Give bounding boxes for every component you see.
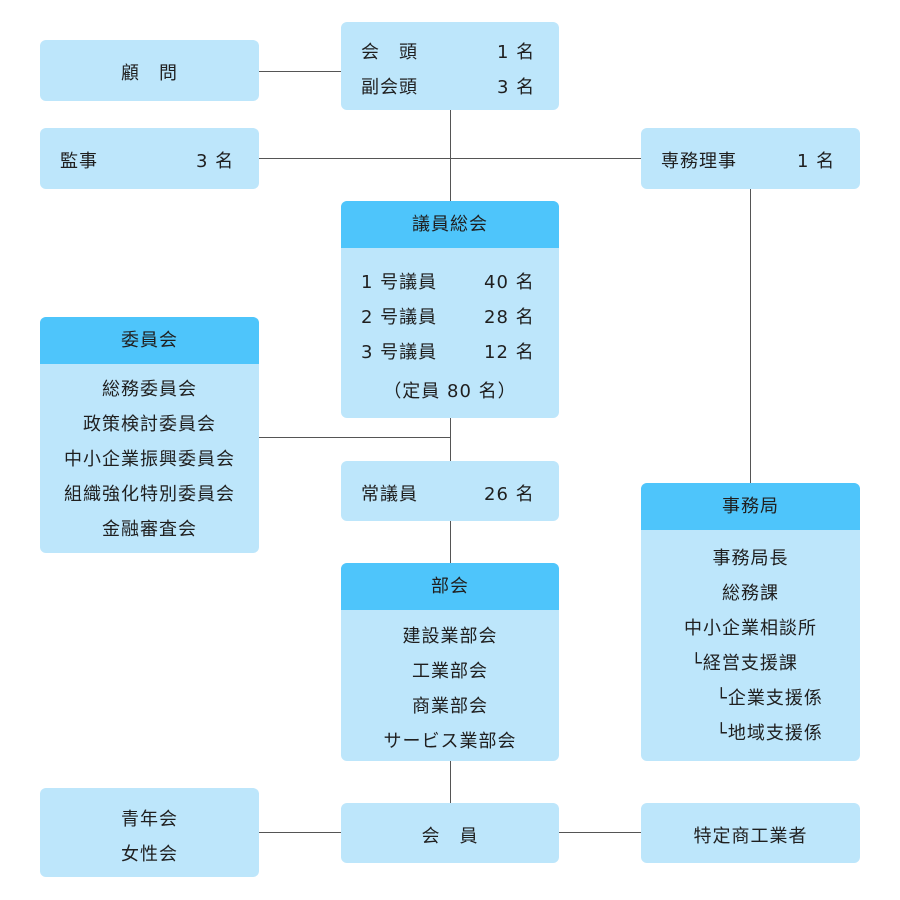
members-label: 会 員 bbox=[421, 826, 479, 847]
assembly-title: 議員総会 bbox=[341, 201, 559, 248]
connector-members-specific bbox=[559, 832, 641, 833]
section-item: 工業部会 bbox=[412, 661, 488, 682]
secretariat-title: 事務局 bbox=[641, 483, 860, 530]
connector-advisor-chairman bbox=[259, 71, 341, 72]
auditor-count: 3 名 bbox=[196, 151, 235, 172]
sections-box: 部会 建設業部会 工業部会 商業部会 サービス業部会 bbox=[341, 563, 559, 761]
secretariat-item: 中小企業相談所 bbox=[684, 618, 817, 639]
committee-box: 委員会 総務委員会 政策検討委員会 中小企業振興委員会 組織強化特別委員会 金融… bbox=[40, 317, 259, 553]
exec-director-box: 専務理事 1 名 bbox=[641, 128, 860, 189]
vice-chairman-count: 3 名 bbox=[497, 77, 536, 98]
specific-merchants-box: 特定商工業者 bbox=[641, 803, 860, 863]
connector-chairman-assembly bbox=[450, 110, 451, 201]
section-item: 商業部会 bbox=[412, 696, 488, 717]
committee-item: 総務委員会 bbox=[102, 379, 197, 400]
chairman-count: 1 名 bbox=[497, 42, 536, 63]
committee-item: 組織強化特別委員会 bbox=[64, 484, 235, 505]
standing-label: 常議員 bbox=[361, 484, 418, 505]
connector-assembly-standing bbox=[450, 418, 451, 461]
women-group: 女性会 bbox=[121, 844, 178, 865]
secretariat-subitem: └地域支援係 bbox=[716, 723, 823, 744]
youth-women-box: 青年会 女性会 bbox=[40, 788, 259, 877]
section-item: 建設業部会 bbox=[402, 626, 498, 647]
connector-standing-sections bbox=[450, 521, 451, 563]
advisor-label: 顧 問 bbox=[121, 63, 178, 84]
secretariat-item: 総務課 bbox=[722, 583, 779, 604]
secretariat-box: 事務局 事務局長 総務課 中小企業相談所 └経営支援課 └企業支援係 └地域支援… bbox=[641, 483, 860, 761]
assembly-row-count: 12 名 bbox=[484, 342, 535, 363]
youth-group: 青年会 bbox=[121, 809, 178, 830]
connector-youth-members bbox=[259, 832, 341, 833]
standing-box: 常議員 26 名 bbox=[341, 461, 559, 521]
assembly-row-count: 40 名 bbox=[484, 272, 535, 293]
assembly-box: 議員総会 1 号議員 40 名 2 号議員 28 名 3 号議員 12 名 （定… bbox=[341, 201, 559, 418]
chairman-box: 会 頭 1 名 副会頭 3 名 bbox=[341, 22, 559, 110]
committee-item: 政策検討委員会 bbox=[83, 414, 216, 435]
vice-chairman-label: 副会頭 bbox=[361, 77, 418, 98]
assembly-row-label: 3 号議員 bbox=[361, 342, 438, 363]
advisor-box: 顧 問 bbox=[40, 40, 259, 101]
assembly-row-label: 1 号議員 bbox=[361, 272, 438, 293]
assembly-row-count: 28 名 bbox=[484, 307, 535, 328]
secretariat-subitem: └企業支援係 bbox=[716, 688, 823, 709]
secretariat-subitem: └経営支援課 bbox=[691, 653, 798, 674]
exec-director-count: 1 名 bbox=[797, 151, 836, 172]
chairman-label: 会 頭 bbox=[361, 42, 418, 63]
assembly-row-label: 2 号議員 bbox=[361, 307, 438, 328]
committee-item: 中小企業振興委員会 bbox=[64, 449, 235, 470]
section-item: サービス業部会 bbox=[383, 731, 517, 752]
connector-exec-secretariat bbox=[750, 189, 751, 483]
connector-sections-members bbox=[450, 761, 451, 803]
committee-item: 金融審査会 bbox=[102, 519, 197, 540]
exec-director-label: 専務理事 bbox=[661, 151, 737, 172]
standing-count: 26 名 bbox=[484, 484, 535, 505]
connector-auditor-exec bbox=[259, 158, 641, 159]
connector-committee bbox=[259, 437, 451, 438]
committee-title: 委員会 bbox=[40, 317, 259, 364]
secretariat-item: 事務局長 bbox=[712, 548, 789, 569]
specific-merchants-label: 特定商工業者 bbox=[693, 826, 808, 847]
auditor-box: 監事 3 名 bbox=[40, 128, 259, 189]
members-box: 会 員 bbox=[341, 803, 559, 863]
assembly-total: （定員 80 名） bbox=[383, 381, 517, 402]
auditor-label: 監事 bbox=[60, 151, 98, 172]
sections-title: 部会 bbox=[341, 563, 559, 610]
